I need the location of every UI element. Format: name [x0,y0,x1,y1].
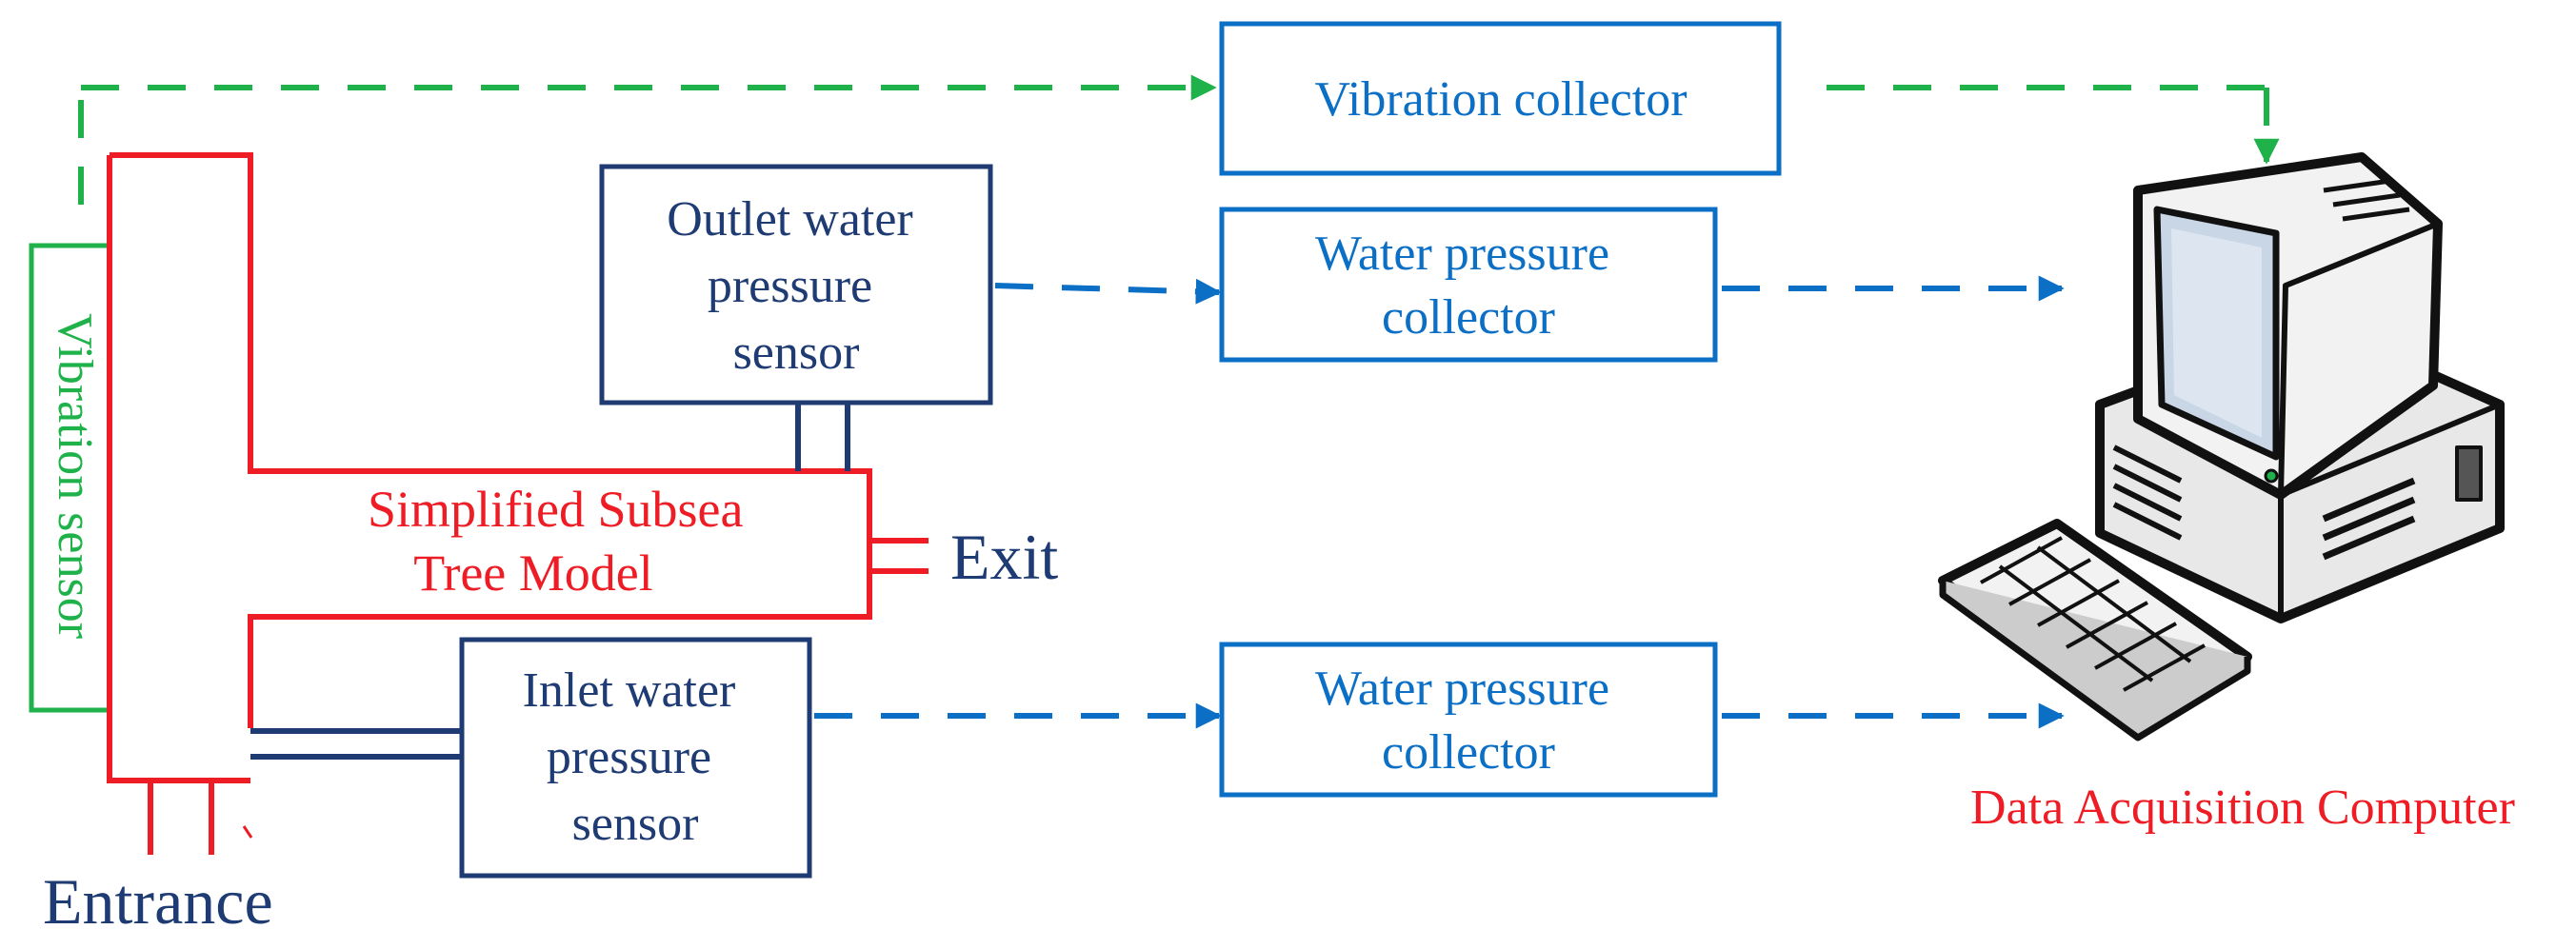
model-label-line-2: Tree Model [413,544,653,602]
svg-text:Simplified Subsea Tree Mod: Simplified Subsea Tree Model [368,481,756,602]
inlet-sensor-line-2: pressure [547,730,711,784]
inlet-sensor-line-1: Inlet water [523,663,736,718]
outlet-sensor-line-2: pressure [708,259,872,313]
outlet-collector-line-2: collector [1382,290,1555,345]
desktop-computer-icon [1938,152,2505,741]
inlet-sensor-line-3: sensor [572,797,699,851]
vibration-signal-line [78,74,2280,205]
exit-label: Exit [950,521,1058,593]
svg-text:Outlet water pressure: Outlet water pressure sensor [667,192,925,380]
inlet-water-pressure-collector-box [1219,642,1718,798]
vibration-sensor-label: Vibration sensor [48,313,102,639]
inlet-collector-line-2: collector [1382,725,1555,780]
entrance-pipe-tick [242,825,253,839]
vibration-collector-box [1219,21,1782,176]
svg-text:Water pressure collector: Water pressure collector [1315,662,1622,780]
svg-text:Inlet water pressure s: Inlet water pressure sensor [523,663,749,851]
outlet-sensor-to-collector-arrow [994,278,1222,305]
outlet-water-pressure-collector-box [1219,207,1718,363]
computer-label: Data Acquisition Computer [1970,781,2515,835]
svg-text:Water pressure collector: Water pressure collector [1315,227,1622,345]
outlet-sensor-line-3: sensor [733,326,860,380]
outlet-sensor-line-1: Outlet water [667,192,912,247]
model-label-line-1: Simplified Subsea [368,481,744,538]
inlet-collector-line-1: Water pressure [1315,662,1609,716]
vibration-collector-label: Vibration collector [1314,72,1687,127]
outlet-collector-line-1: Water pressure [1315,227,1609,281]
subsea-tree-model-outline [107,152,872,783]
entrance-label: Entrance [43,865,273,938]
